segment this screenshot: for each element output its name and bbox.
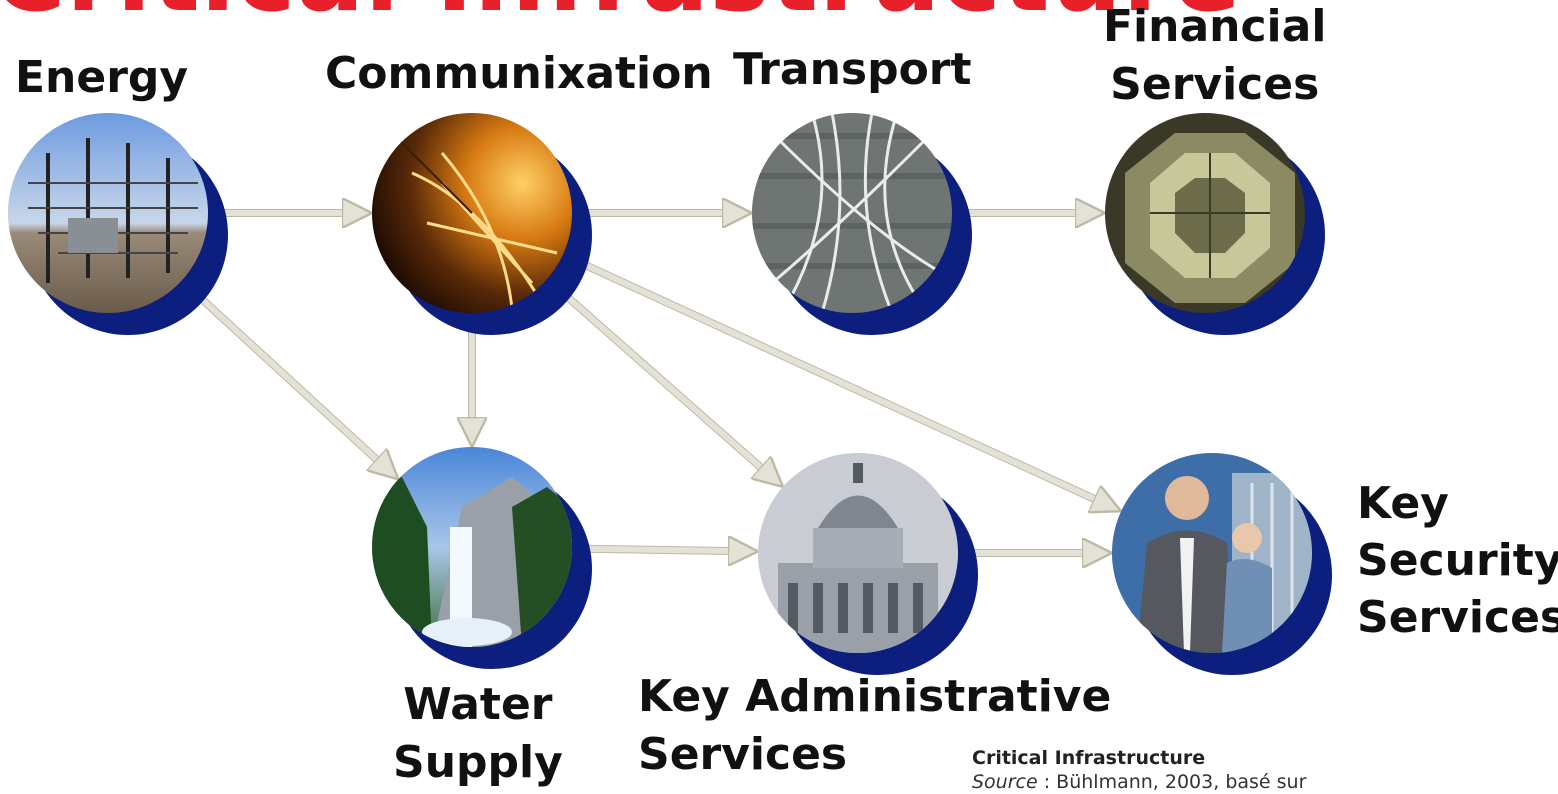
financial-building-icon	[1105, 113, 1305, 313]
satellite-dish-icon	[372, 113, 572, 313]
railway-tracks-icon	[752, 113, 952, 313]
node-transport	[752, 113, 972, 335]
arrow-energy-to-water	[181, 279, 394, 475]
caption-title: Critical Infrastructure	[972, 747, 1206, 769]
node-water	[372, 447, 592, 669]
label-communication: Communixation	[325, 48, 713, 99]
security-personnel-icon	[1112, 453, 1312, 653]
label-energy: Energy	[15, 52, 189, 103]
label-financial: Financial Services	[1103, 1, 1327, 110]
node-energy	[8, 113, 228, 335]
label-administrative: Key Administrative Services	[638, 671, 1112, 780]
waterfall-icon	[372, 447, 572, 647]
page-title: Critical Infrastructure	[0, 0, 1242, 26]
government-building-icon	[758, 453, 958, 653]
caption-source: Source : Bühlmann, 2003, basé sur	[972, 771, 1307, 793]
caption: Critical Infrastructure Source : Bühlman…	[972, 746, 1306, 794]
label-transport: Transport	[733, 44, 972, 95]
node-financial	[1105, 113, 1325, 335]
power-substation-icon	[8, 113, 208, 313]
label-security: Key Security Services	[1357, 478, 1558, 643]
label-water: Water Supply	[393, 679, 563, 788]
arrow-communication-to-administrative	[546, 278, 779, 483]
node-administrative	[758, 453, 978, 675]
arrow-water-to-administrative	[573, 549, 752, 552]
node-security	[1112, 453, 1332, 675]
node-communication	[372, 113, 592, 335]
arrow-communication-to-security	[563, 252, 1116, 509]
